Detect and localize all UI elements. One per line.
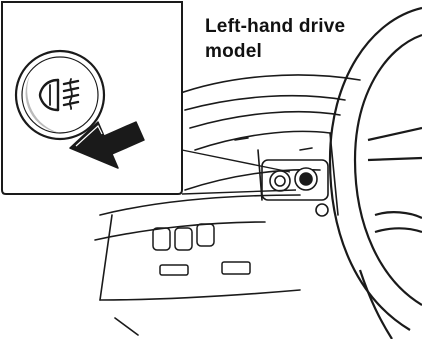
dash-vent-buttons [153,224,250,275]
caption-line-2: model [205,39,345,64]
model-caption: Left-hand drive model [205,14,345,64]
fog-light-switch [16,51,104,139]
caption-line-1: Left-hand drive [205,14,345,39]
